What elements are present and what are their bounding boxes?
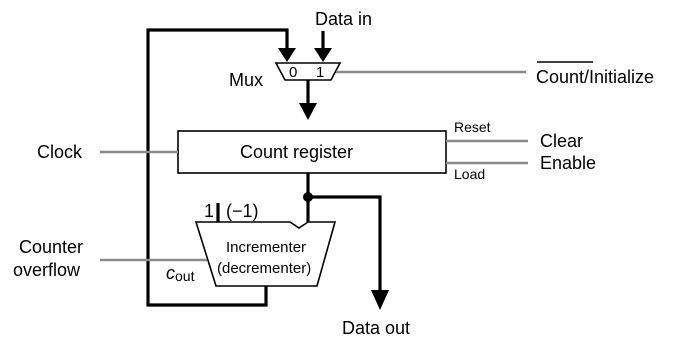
c-out-base: c [166,263,175,283]
incrementer-label: Incrementer [226,239,306,256]
data-in-label: Data in [315,9,372,29]
count-register-box [177,130,447,174]
incrementer-shape [194,221,337,287]
count-register-label: Count register [240,142,353,162]
minus-one-label: (−1) [226,201,259,221]
mux-shape [274,62,342,81]
feedback-arrow [278,48,296,62]
clear-label: Clear [540,131,583,151]
mux-input-1-label: 1 [316,64,324,81]
c-out-label: cout [166,263,195,284]
reset-label: Reset [454,119,491,135]
mux-label: Mux [229,70,263,90]
feedback-wire [146,28,289,307]
one-label: 1 [204,201,214,221]
data-out-label: Data out [342,318,410,338]
count-initialize-label: Count/Initialize [536,67,654,87]
data-in-arrow [314,48,332,62]
clock-label: Clock [37,142,83,162]
c-out-subscript: out [175,268,195,284]
decrementer-label: (decrementer) [217,260,311,277]
data-out-wire [308,195,382,290]
load-label: Load [454,166,485,182]
enable-label: Enable [540,153,596,173]
overflow-label: overflow [13,260,81,280]
counter-label: Counter [19,237,83,257]
mux-output-arrow [299,103,317,120]
data-out-arrow [371,290,389,310]
mux-input-0-label: 0 [289,64,297,81]
